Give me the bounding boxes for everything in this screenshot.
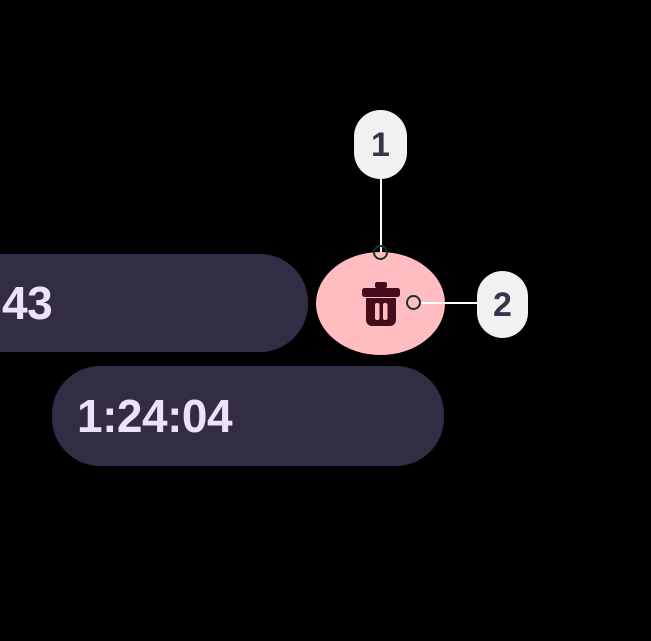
callout-connector-line-1 xyxy=(380,172,382,252)
duration-pill-label: 1:24:04 xyxy=(77,390,233,442)
callout-connector-line-2 xyxy=(420,302,486,304)
callout-anchor-point-2 xyxy=(406,295,421,310)
count-pill-label: 43 xyxy=(2,277,53,329)
callout-badge-2-label: 2 xyxy=(493,285,512,324)
duration-pill[interactable]: 1:24:04 xyxy=(52,366,444,466)
callout-anchor-point-1 xyxy=(373,245,388,260)
callout-badge-2[interactable]: 2 xyxy=(477,271,528,338)
trash-icon xyxy=(359,280,403,328)
callout-badge-1[interactable]: 1 xyxy=(354,110,407,179)
callout-badge-1-label: 1 xyxy=(371,125,390,164)
count-pill[interactable]: 43 xyxy=(0,254,308,352)
